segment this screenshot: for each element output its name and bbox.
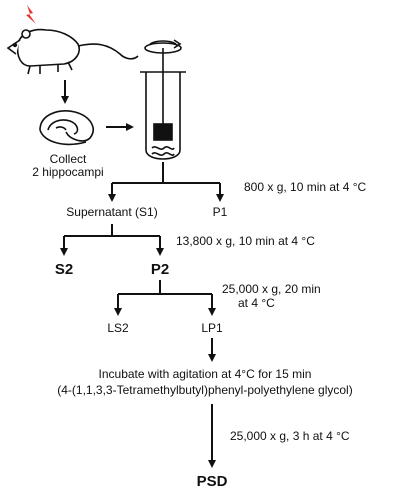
supernatant-s1-label: Supernatant (S1) (66, 205, 157, 219)
ls2-label: LS2 (107, 321, 129, 335)
collect-label: Collect (50, 152, 87, 166)
spin-step-3: 25,000 x g, 20 min (222, 282, 321, 296)
p2-label: P2 (151, 261, 169, 278)
lp1-label: LP1 (201, 321, 223, 335)
s2-label: S2 (55, 261, 73, 278)
psd-label: PSD (197, 473, 228, 490)
incubate-step: Incubate with agitation at 4°C for 15 mi… (99, 367, 312, 381)
p1-label: P1 (213, 205, 228, 219)
spin-step-2: 13,800 x g, 10 min at 4 °C (176, 234, 315, 248)
spin-step-4: 25,000 x g, 3 h at 4 °C (230, 429, 350, 443)
homogenizer-tube-icon (140, 39, 186, 160)
mouse-icon (6, 28, 139, 75)
spin-step-3-temp: at 4 °C (238, 296, 275, 310)
lightning-icon (26, 5, 36, 24)
spin-step-1: 800 x g, 10 min at 4 °C (244, 180, 367, 194)
collect-amount-label: 2 hippocampi (32, 165, 103, 179)
hippocampus-icon (39, 110, 94, 146)
detergent-label: (4-(1,1,3,3-Tetramethylbutyl)phenyl-poly… (57, 383, 352, 397)
